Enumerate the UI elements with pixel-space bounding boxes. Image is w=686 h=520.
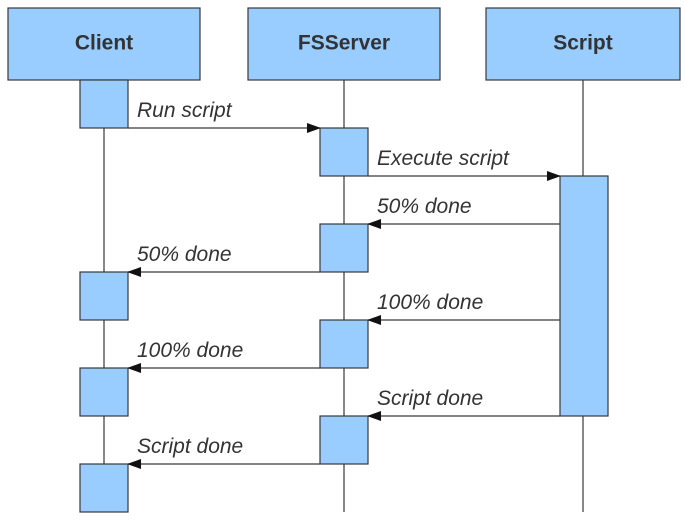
client-header: Client xyxy=(7,7,201,81)
message-run-script: Run script xyxy=(128,99,321,133)
client-activation xyxy=(79,367,129,417)
message-label: Script done xyxy=(377,387,483,410)
client-activation xyxy=(79,79,129,129)
script-header: Script xyxy=(485,7,681,81)
fsserver-title: FSServer xyxy=(298,32,390,55)
message-execute-script: Execute script xyxy=(368,147,561,181)
client-activation xyxy=(79,271,129,321)
message-label: 100% done xyxy=(137,339,243,362)
client-activation xyxy=(79,463,129,513)
message-100-done-to-client: 100% done xyxy=(127,339,320,373)
fsserver-activation xyxy=(319,415,369,465)
message-label: Run script xyxy=(137,99,233,122)
message-50-done-to-client: 50% done xyxy=(127,243,320,277)
message-script-done-to-client: Script done xyxy=(127,435,320,469)
client-title: Client xyxy=(75,32,133,55)
script-title: Script xyxy=(553,32,613,55)
message-label: Execute script xyxy=(377,147,510,170)
message-script-done-to-fsserver: Script done xyxy=(367,387,560,421)
message-50-done-to-fsserver: 50% done xyxy=(367,195,560,229)
message-100-done-to-fsserver: 100% done xyxy=(367,291,560,325)
message-label: Script done xyxy=(137,435,243,458)
message-label: 50% done xyxy=(137,243,232,266)
script-activation xyxy=(559,175,609,417)
fsserver-header: FSServer xyxy=(247,7,441,81)
message-label: 100% done xyxy=(377,291,483,314)
message-label: 50% done xyxy=(377,195,472,218)
fsserver-activation xyxy=(319,319,369,369)
fsserver-activation xyxy=(319,223,369,273)
fsserver-activation xyxy=(319,127,369,177)
